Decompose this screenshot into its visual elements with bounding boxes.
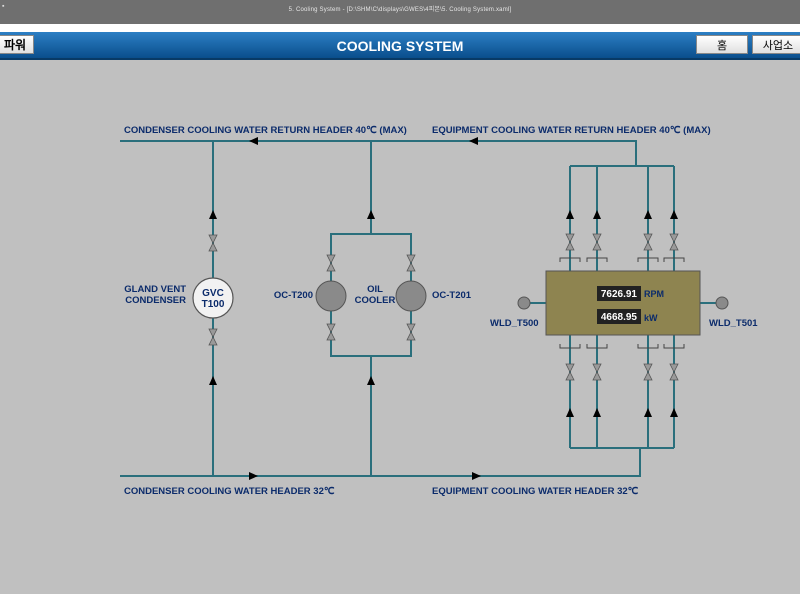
wld-t500-label: WLD_T500 bbox=[490, 318, 539, 329]
kw-readout-box bbox=[597, 309, 641, 324]
wld-t501-label: WLD_T501 bbox=[709, 318, 758, 329]
flow-arrow-up-icon bbox=[644, 408, 652, 417]
valve-icon bbox=[326, 323, 336, 341]
oil-cooler-pipe bbox=[330, 141, 412, 476]
supply-header-pipe bbox=[120, 448, 641, 477]
condenser-return-header-label: CONDENSER COOLING WATER RETURN HEADER 40… bbox=[124, 125, 407, 136]
equipment-return-header-label: EQUIPMENT COOLING WATER RETURN HEADER 40… bbox=[432, 125, 711, 136]
valve-icon bbox=[208, 328, 218, 346]
top-band bbox=[0, 24, 800, 32]
flow-arrow-left-icon bbox=[469, 137, 478, 145]
flow-arrow-right-icon bbox=[249, 472, 258, 480]
valve-icon bbox=[565, 233, 575, 251]
flow-arrow-right-icon bbox=[472, 472, 481, 480]
valve-icon bbox=[592, 363, 602, 381]
pipe-network bbox=[120, 140, 722, 477]
flow-arrow-up-icon bbox=[566, 210, 574, 219]
page-title: COOLING SYSTEM bbox=[336, 38, 464, 54]
equipment-supply-header-label: EQUIPMENT COOLING WATER HEADER 32℃ bbox=[432, 486, 639, 497]
return-header-pipe bbox=[120, 140, 637, 166]
flow-arrow-left-icon bbox=[249, 137, 258, 145]
gvc-label-line2: T100 bbox=[202, 299, 225, 310]
flow-arrow-up-icon bbox=[367, 376, 375, 385]
equipment-supply-branches bbox=[569, 335, 675, 449]
flow-arrow-up-icon bbox=[209, 376, 217, 385]
flow-arrow-up-icon bbox=[670, 210, 678, 219]
flow-arrow-up-icon bbox=[593, 210, 601, 219]
flow-arrow-up-icon bbox=[367, 210, 375, 219]
valve-icon bbox=[669, 363, 679, 381]
bottom-band bbox=[0, 594, 800, 600]
valve-icon bbox=[406, 323, 416, 341]
flow-arrow-up-icon bbox=[670, 408, 678, 417]
site-button[interactable]: 사업소 bbox=[752, 35, 800, 54]
window-title: 5. Cooling System - [D:\SHM\C\displays\G… bbox=[288, 7, 512, 13]
oil-cooler-label-1: OIL bbox=[367, 284, 383, 295]
valve-icon bbox=[565, 363, 575, 381]
power-button[interactable]: 파워 bbox=[0, 35, 34, 54]
valve-icon bbox=[208, 234, 218, 252]
rpm-value: 7626.91 bbox=[601, 289, 638, 300]
valve-icon bbox=[406, 254, 416, 272]
oc-t200-cooler[interactable] bbox=[315, 280, 347, 312]
rpm-readout-box bbox=[597, 286, 641, 301]
oc-t201-cooler[interactable] bbox=[395, 280, 427, 312]
valve-icon bbox=[326, 254, 336, 272]
equipment-return-branches bbox=[569, 165, 675, 271]
valve-icon bbox=[592, 233, 602, 251]
gvc-label-line1: GVC bbox=[202, 288, 224, 299]
process-diagram: GVC T100 7626.91 RPM 4668.95 kW CONDENSE… bbox=[120, 125, 758, 497]
oc-t201-label: OC-T201 bbox=[432, 290, 472, 301]
wld-t500-sensor[interactable] bbox=[517, 296, 531, 310]
valve-icon bbox=[643, 233, 653, 251]
flow-arrow-up-icon bbox=[209, 210, 217, 219]
wld-t501-sensor[interactable] bbox=[715, 296, 729, 310]
window-menu-icon[interactable]: ▪ bbox=[2, 3, 5, 10]
diagram-labels: CONDENSER COOLING WATER RETURN HEADER 40… bbox=[124, 125, 758, 497]
window-titlebar: ▪ 5. Cooling System - [D:\SHM\C\displays… bbox=[0, 0, 800, 24]
rpm-unit: RPM bbox=[644, 289, 664, 299]
valve-icon bbox=[643, 363, 653, 381]
kw-unit: kW bbox=[644, 313, 658, 323]
gland-vent-label-2: CONDENSER bbox=[125, 295, 186, 306]
gland-vent-label-1: GLAND VENT bbox=[124, 284, 186, 295]
valve-icon bbox=[669, 233, 679, 251]
gvc-t100-tank[interactable]: GVC T100 bbox=[192, 277, 234, 319]
kw-value: 4668.95 bbox=[601, 312, 638, 323]
flow-arrow-up-icon bbox=[566, 408, 574, 417]
flow-arrow-up-icon bbox=[644, 210, 652, 219]
oil-cooler-label-2: COOLER bbox=[355, 295, 396, 306]
oc-t200-label: OC-T200 bbox=[274, 290, 313, 301]
app-header: 파워 COOLING SYSTEM 홈 사업소 bbox=[0, 32, 800, 60]
flow-arrow-up-icon bbox=[593, 408, 601, 417]
condenser-supply-header-label: CONDENSER COOLING WATER HEADER 32℃ bbox=[124, 486, 335, 497]
equipment-unit[interactable]: 7626.91 RPM 4668.95 kW bbox=[545, 270, 701, 336]
home-button[interactable]: 홈 bbox=[696, 35, 748, 54]
